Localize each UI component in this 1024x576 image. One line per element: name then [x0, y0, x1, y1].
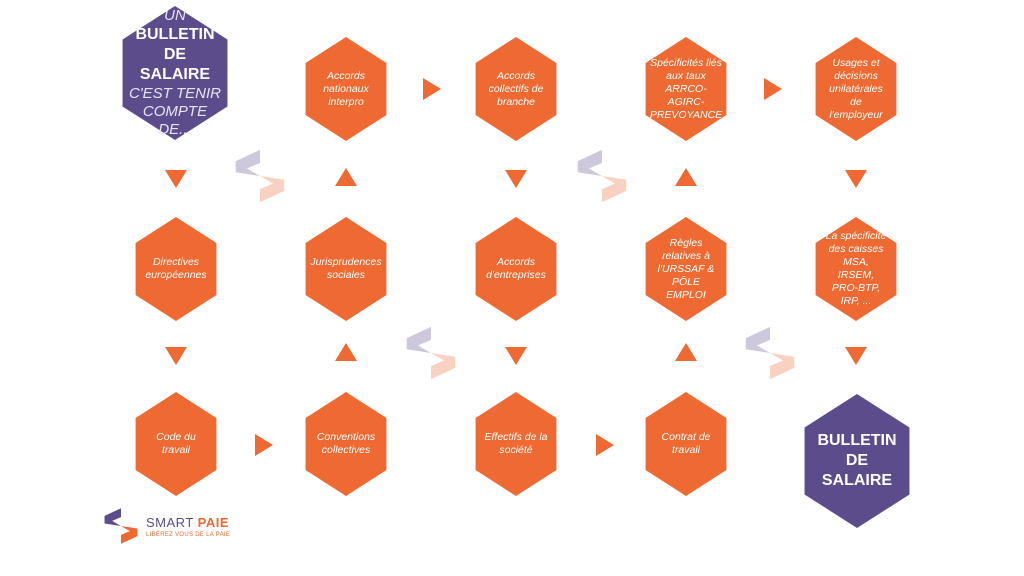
arrow-down-icon: [845, 170, 867, 188]
node-conventions: Conventions collectives: [299, 392, 393, 496]
node-jurisprudences-label: Jurisprudences sociales: [310, 256, 382, 281]
node-regles-label: Règles relatives à l'URSSAF & PÔLE EMPLO…: [657, 236, 715, 301]
watermark-logo-icon: [406, 326, 456, 380]
node-accords-interpro: Accords nationaux interpro: [299, 37, 393, 141]
brand-block: SMART PAIE LIBÉREZ VOUS DE LA PAIE: [146, 515, 230, 538]
arrow-down-icon: [165, 347, 187, 365]
node-usages-label: Usages et décisions unilatérales de l'em…: [829, 56, 883, 121]
node-caisses-label: La spécificité des caisses MSA, IRSEM, P…: [825, 230, 887, 307]
watermark-logo-icon: [745, 326, 795, 380]
arrow-right-icon: [255, 434, 273, 456]
end-line-1: BULLETIN: [817, 432, 897, 449]
node-accords-branche-label: Accords collectifs de branche: [488, 69, 544, 108]
watermark-logo-icon: [577, 149, 627, 203]
node-contrat-label: Contrat de travail: [661, 431, 711, 456]
node-conventions-label: Conventions collectives: [316, 431, 376, 456]
start-hexagon: UN BULLETIN DE SALAIRE C'EST TENIR COMPT…: [114, 6, 236, 140]
node-directives: Directives européennes: [129, 217, 223, 321]
node-regles: Règles relatives à l'URSSAF & PÔLE EMPLO…: [639, 217, 733, 321]
watermark-logo-icon: [235, 149, 285, 203]
node-specificites: Spécificités liés aux taux ARRCO-AGIRC-P…: [639, 37, 733, 141]
arrow-right-icon: [423, 78, 441, 100]
node-accords-branche: Accords collectifs de branche: [469, 37, 563, 141]
node-code-travail-label: Code du travail: [156, 431, 196, 456]
arrow-down-icon: [505, 170, 527, 188]
arrow-down-icon: [505, 347, 527, 365]
node-accords-entreprises: Accords d'entreprises: [469, 217, 563, 321]
start-line-3: DE SALAIRE: [139, 46, 211, 83]
node-effectifs-label: Effectifs de la société: [484, 431, 548, 456]
arrow-up-icon: [675, 343, 697, 361]
node-caisses: La spécificité des caisses MSA, IRSEM, P…: [809, 217, 903, 321]
arrow-up-icon: [335, 168, 357, 186]
brand-tagline: LIBÉREZ VOUS DE LA PAIE: [146, 532, 231, 538]
node-jurisprudences: Jurisprudences sociales: [299, 217, 393, 321]
end-line-2: DE SALAIRE: [821, 452, 893, 489]
arrow-up-icon: [675, 168, 697, 186]
start-line-5: COMPTE DE...: [142, 103, 208, 138]
arrow-down-icon: [845, 347, 867, 365]
start-label: UN BULLETIN DE SALAIRE C'EST TENIR COMPT…: [114, 7, 236, 139]
smart-paie-logo-icon: [104, 508, 138, 544]
node-accords-entreprises-label: Accords d'entreprises: [486, 256, 546, 281]
brand-paie: PAIE: [197, 515, 230, 530]
brand-name: SMART PAIE: [146, 515, 230, 530]
start-line-1: UN: [164, 7, 186, 24]
node-contrat: Contrat de travail: [639, 392, 733, 496]
arrow-up-icon: [335, 343, 357, 361]
end-hexagon: BULLETIN DE SALAIRE: [796, 394, 918, 528]
node-specificites-label: Spécificités liés aux taux ARRCO-AGIRC-P…: [649, 56, 723, 121]
start-line-2: BULLETIN: [135, 26, 215, 43]
node-usages: Usages et décisions unilatérales de l'em…: [809, 37, 903, 141]
end-label: BULLETIN DE SALAIRE: [796, 431, 918, 491]
arrow-down-icon: [165, 170, 187, 188]
node-accords-interpro-label: Accords nationaux interpro: [323, 69, 369, 108]
node-directives-label: Directives européennes: [145, 256, 207, 281]
arrow-right-icon: [596, 434, 614, 456]
arrow-right-icon: [764, 78, 782, 100]
brand-smart: SMART: [146, 515, 194, 530]
start-line-4: C'EST TENIR: [128, 85, 222, 102]
node-effectifs: Effectifs de la société: [469, 392, 563, 496]
node-code-travail: Code du travail: [129, 392, 223, 496]
